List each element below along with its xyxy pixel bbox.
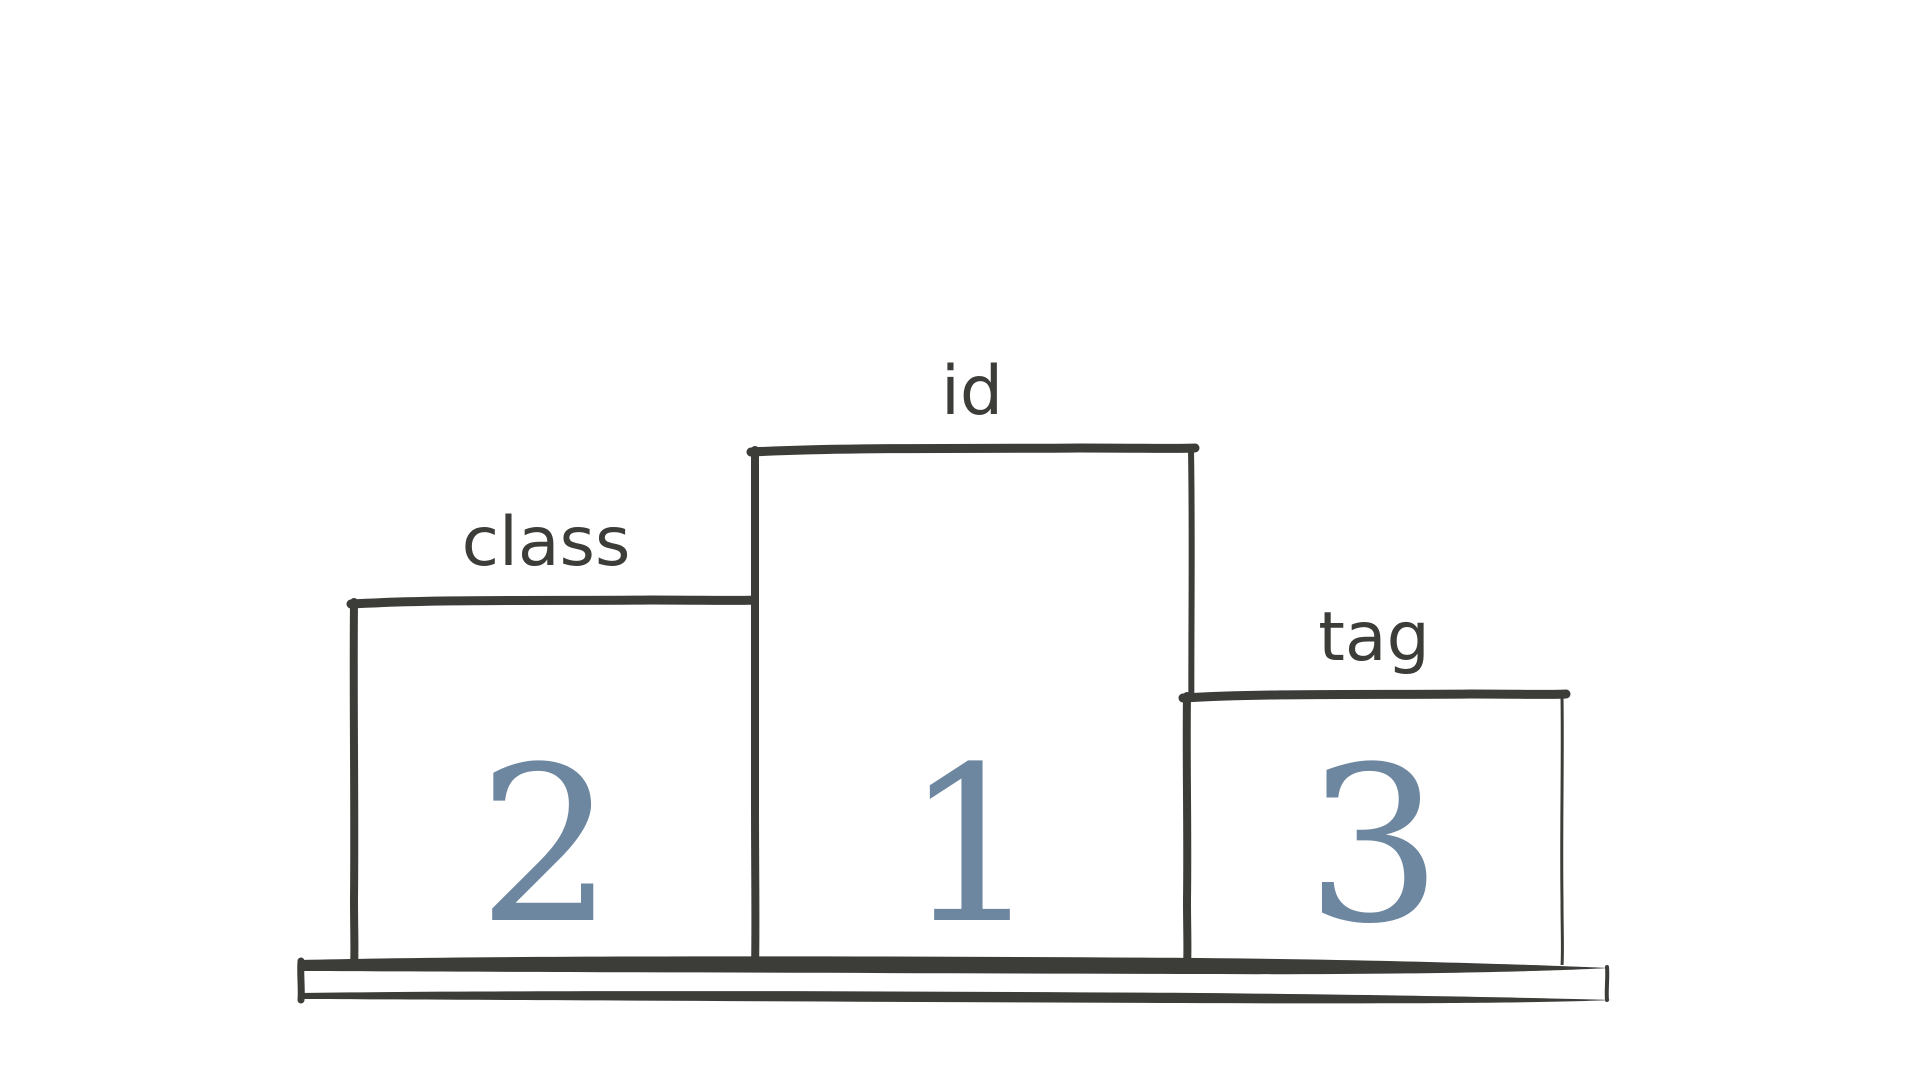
podium-label-id: id — [941, 352, 1003, 431]
podium-base-left-cap — [297, 957, 305, 1004]
podium-label-class: class — [462, 503, 631, 582]
podium-base-top-edge — [300, 956, 1608, 975]
podium-center-top-edge — [746, 443, 1200, 457]
podium-center-face — [754, 449, 1193, 964]
podium-center-left-edge — [750, 446, 760, 972]
rank-digit-left: 2 — [478, 720, 615, 971]
rank-digit-right: 3 — [1306, 720, 1443, 971]
podium-label-tag: tag — [1318, 598, 1430, 677]
podium-left-top-edge — [346, 595, 762, 609]
podium-base — [297, 956, 1612, 1004]
rank-digit-center: 1 — [904, 720, 1041, 971]
podium-block-right[interactable] — [1178, 689, 1571, 972]
podium-left-left-edge — [349, 598, 359, 972]
podium-base-bottom-edge — [300, 991, 1612, 1004]
podium-right-top-edge — [1178, 689, 1571, 703]
podium-right-face — [1186, 695, 1564, 964]
podium-right-right-edge — [1560, 695, 1564, 968]
podium-base-right-cap — [1604, 965, 1610, 1002]
podium-left-face — [354, 601, 756, 964]
podium-right-left-edge — [1182, 692, 1192, 972]
